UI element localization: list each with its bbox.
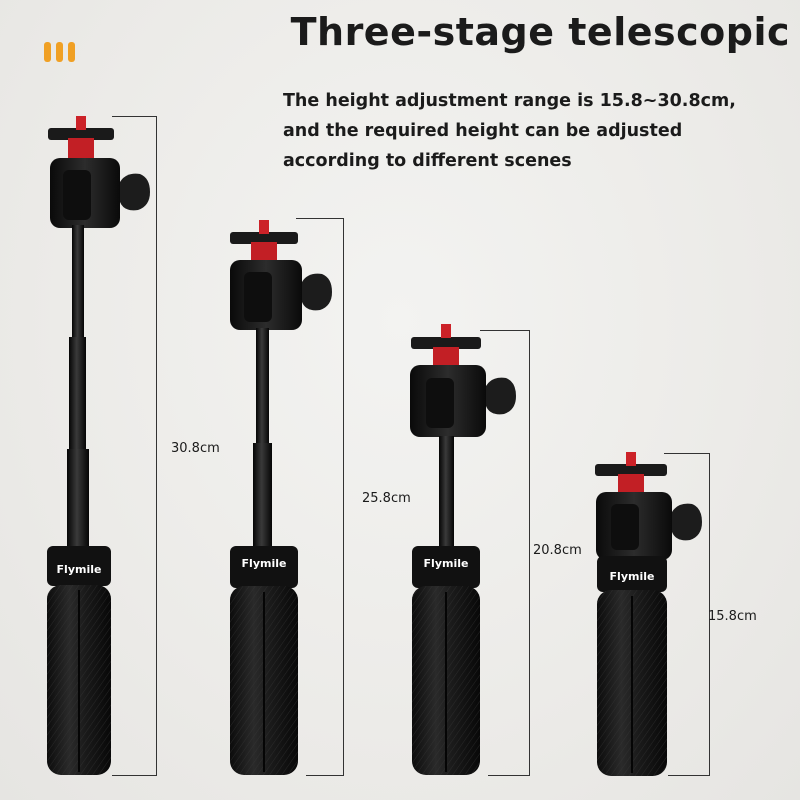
tripod-stand-4: Flymile [595, 452, 702, 776]
height-label-20-8: 20.8cm [533, 543, 582, 558]
red-screw [76, 116, 86, 130]
pole-stage-1 [67, 449, 89, 549]
mount-plate [48, 128, 114, 140]
description-line: and the required height can be adjusted [283, 121, 683, 141]
height-label-25-8: 25.8cm [362, 491, 411, 506]
height-label-15-8: 15.8cm [708, 609, 757, 624]
tripod-stand-1: Flymile [47, 116, 150, 775]
brand-label-2: Flymile [242, 557, 287, 570]
description: The height adjustment range is 15.8~30.8… [283, 86, 783, 176]
tripod-stand-2: Flymile [230, 220, 332, 775]
knob [120, 173, 150, 211]
brand-label-4: Flymile [610, 570, 655, 583]
description-line: according to different scenes [283, 151, 572, 171]
description-line: The height adjustment range is 15.8~30.8… [283, 91, 736, 111]
brand-label-1: Flymile [57, 563, 102, 576]
page-title: Three-stage telescopic [290, 10, 790, 54]
red-collar [68, 138, 94, 158]
brand-logo-icon [44, 42, 84, 64]
height-label-30-8: 30.8cm [171, 441, 220, 456]
tripod-stand-3: Flymile [410, 324, 516, 775]
brand-label-3: Flymile [424, 557, 469, 570]
pole-stage-2 [69, 337, 86, 449]
pole-stage-3 [72, 225, 84, 337]
